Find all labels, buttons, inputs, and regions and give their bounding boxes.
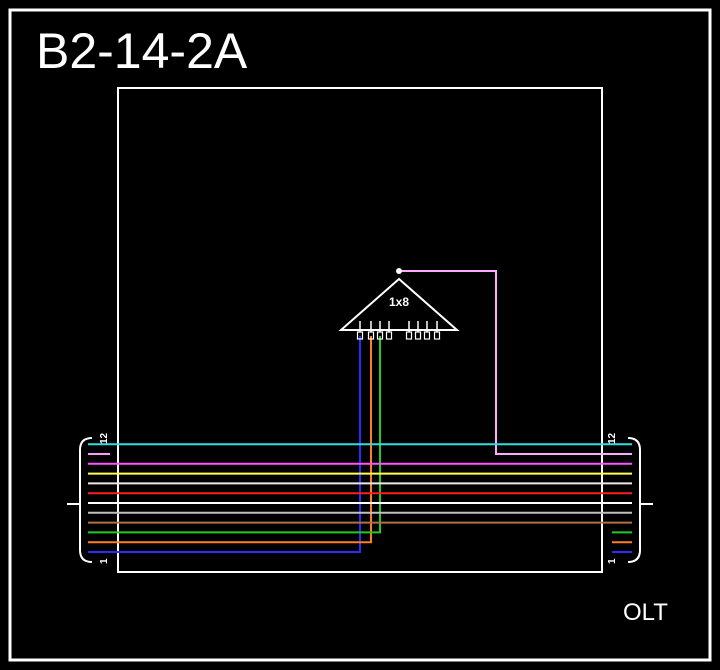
splitter-port <box>423 331 431 340</box>
fiber-line <box>88 336 372 544</box>
splitter-input-fiber <box>399 270 632 455</box>
splitter-port <box>414 331 422 340</box>
left-cable-bracket <box>79 437 93 563</box>
fiber-line <box>88 336 381 534</box>
left-cable-bottom-label: 1 <box>99 558 110 564</box>
splitter-ports <box>356 321 441 340</box>
splitter-input-node <box>396 268 402 274</box>
right-cable-top-label: 12 <box>607 432 618 444</box>
left-cable-top-label: 12 <box>99 432 110 444</box>
splitter-port <box>405 331 413 340</box>
splitter-label: 1x8 <box>389 295 409 309</box>
olt-label: OLT <box>623 599 668 626</box>
splitter-port <box>376 331 384 340</box>
enclosure-box <box>117 87 603 573</box>
outer-frame <box>8 8 712 662</box>
right-cable-bracket <box>627 437 641 563</box>
splitter-port <box>367 331 375 340</box>
splitter-port <box>356 331 364 340</box>
right-cable-bottom-label: 1 <box>607 558 618 564</box>
fiber-lines <box>88 270 632 553</box>
splitter-port <box>385 331 393 340</box>
diagram-title: B2-14-2A <box>36 23 248 79</box>
splitter-port <box>433 331 441 340</box>
fiber-line <box>88 336 361 553</box>
splitter-triangle <box>338 277 460 331</box>
